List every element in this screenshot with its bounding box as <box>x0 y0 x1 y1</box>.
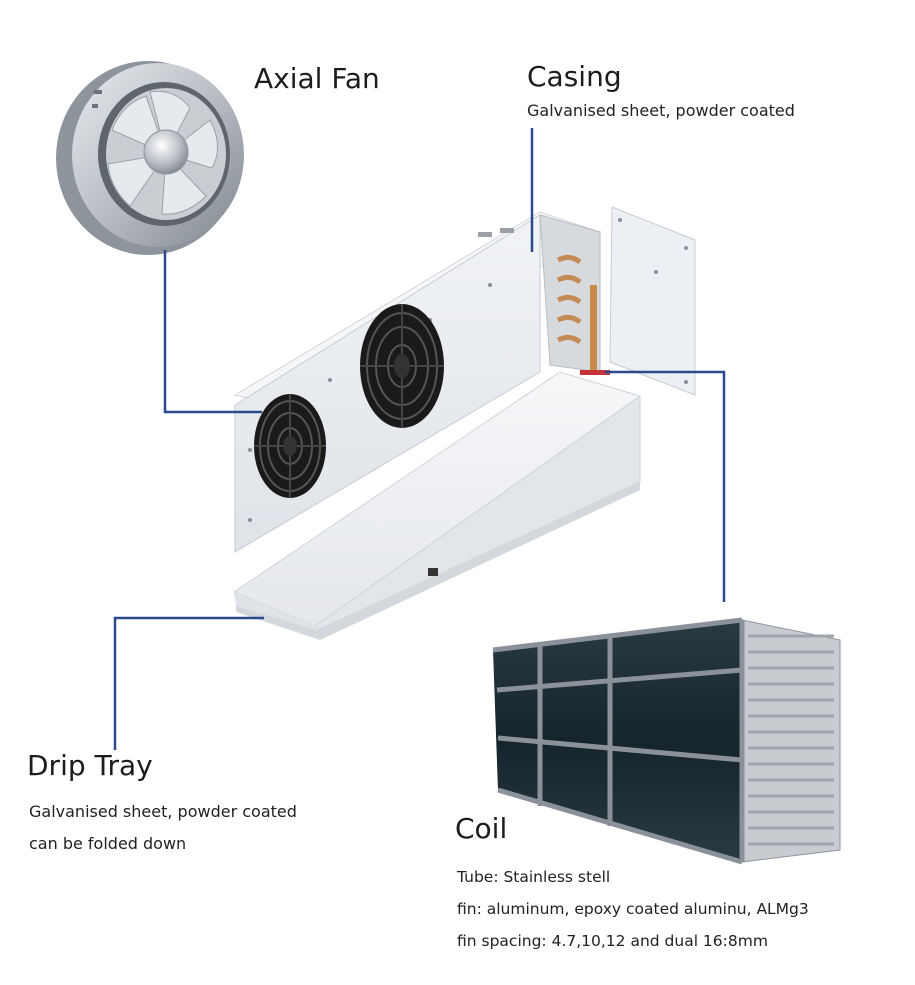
drip-tray-title: Drip Tray <box>27 749 153 782</box>
coil-desc-fin: fin: aluminum, epoxy coated aluminu, ALM… <box>457 900 809 918</box>
unit-fan-1 <box>254 394 326 498</box>
drip-tray-illustration <box>232 371 642 640</box>
casing-title: Casing <box>527 60 622 93</box>
coil-desc-fin-spacing: fin spacing: 4.7,10,12 and dual 16:8mm <box>457 932 768 950</box>
axial-fan-title: Axial Fan <box>254 62 380 95</box>
drip-tray-desc-2: can be folded down <box>29 834 187 853</box>
coil-title: Coil <box>455 812 508 845</box>
coil-desc-tube: Tube: Stainless stell <box>457 868 611 886</box>
leader-drip-tray <box>113 616 264 750</box>
casing-description: Galvanised sheet, powder coated <box>527 101 795 120</box>
unit-fan-2 <box>360 304 444 428</box>
drip-tray-desc-1: Galvanised sheet, powder coated <box>29 802 297 821</box>
leader-coil <box>605 370 726 602</box>
coil-illustration <box>492 617 841 865</box>
leader-axial-fan <box>163 250 262 414</box>
axial-fan-illustration <box>56 61 244 255</box>
leader-lines <box>113 128 726 750</box>
side-panel <box>609 206 696 396</box>
